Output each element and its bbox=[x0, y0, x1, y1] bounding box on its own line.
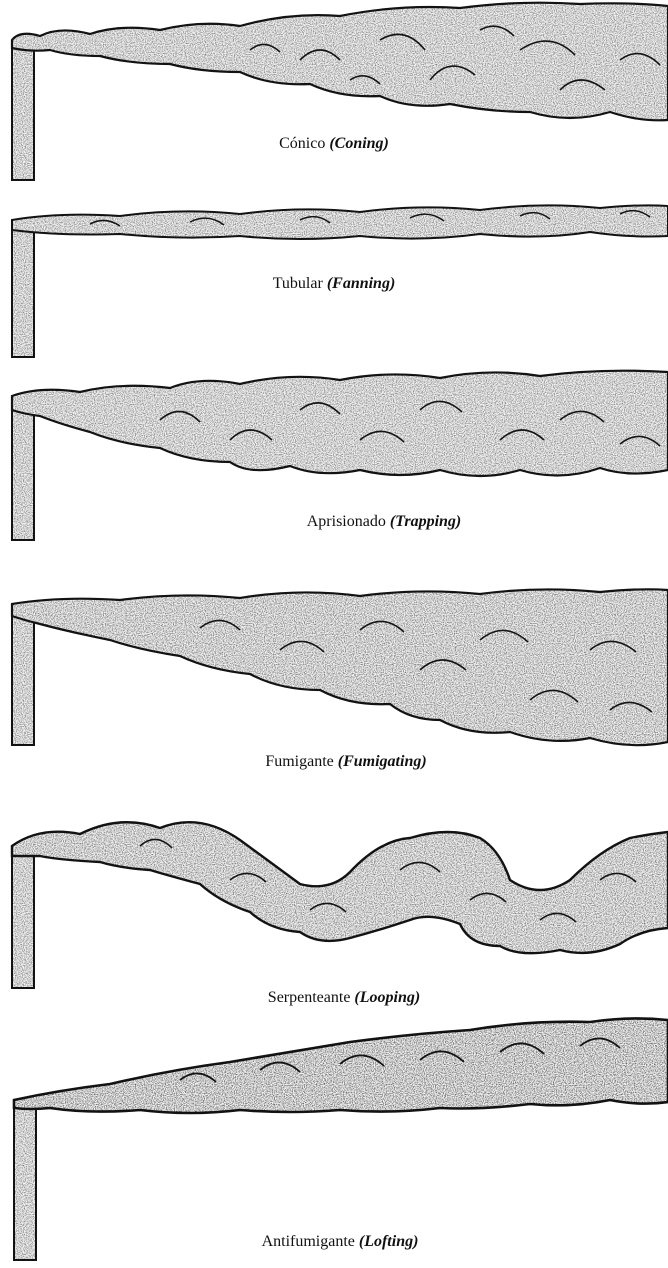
panel-looping bbox=[12, 822, 668, 988]
caption-lofting: Antifumigante (Lofting) bbox=[262, 1233, 419, 1250]
caption-trapping: Aprisionado (Trapping) bbox=[307, 513, 462, 530]
panel-fumigating bbox=[12, 589, 668, 745]
caption-looping: Serpenteante (Looping) bbox=[268, 989, 420, 1006]
caption-fanning: Tubular (Fanning) bbox=[273, 275, 396, 292]
caption-coning: Cónico (Coning) bbox=[279, 135, 389, 152]
panel-lofting bbox=[14, 1018, 668, 1260]
panel-coning bbox=[12, 3, 668, 180]
caption-fumigating: Fumigante (Fumigating) bbox=[265, 753, 426, 770]
